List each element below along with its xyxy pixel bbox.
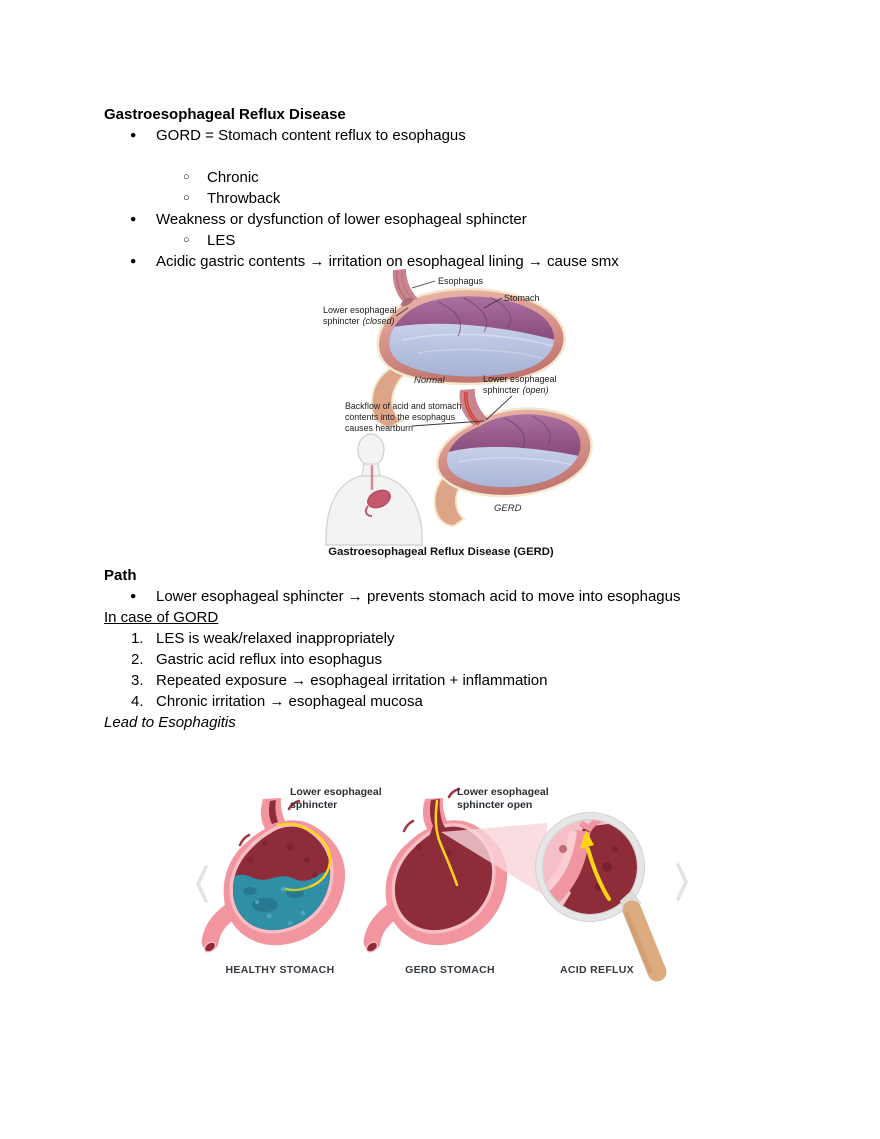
bullet-text: Weakness or dysfunction of lower esophag…: [156, 211, 527, 228]
numbered-text: Repeated exposure → esophageal irritatio…: [156, 672, 548, 689]
bullet-text: Chronic: [207, 169, 259, 186]
gerd-stomach-graphic: [433, 389, 593, 528]
healthy-vs-gerd-figure[interactable]: Lower esophageal sphincter Lower esophag…: [195, 775, 693, 985]
sphincter-tick: [238, 833, 251, 847]
bullet-text: LES: [207, 232, 236, 249]
magnifier-beam: [441, 823, 547, 897]
human-torso-graphic: [325, 433, 423, 546]
sub-bullet-les: ○ LES: [104, 230, 814, 251]
acid-reflux-line: [434, 799, 459, 887]
healthy-stomach-graphic: [201, 798, 346, 953]
healthy-stomach-caption: HEALTHY STOMACH: [226, 964, 335, 976]
les-open-label-line1: Lower esophageal: [483, 374, 557, 384]
number-marker: 3.: [131, 672, 144, 689]
esophagus-shape: [392, 269, 418, 303]
number-marker: 4.: [131, 693, 144, 710]
numbered-text: Gastric acid reflux into esophagus: [156, 651, 382, 668]
torso-stomach-highlight: [367, 489, 391, 509]
stomach-label: Stomach: [504, 293, 540, 303]
les-closed-label-line2: sphincter(closed): [323, 316, 395, 326]
blank-line: [104, 146, 814, 167]
bullet-marker: ●: [130, 129, 137, 141]
esophagus-label: Esophagus: [438, 276, 484, 286]
bullet-item-acidic: ● Acidic gastric contents → irritation o…: [104, 251, 814, 272]
circle-marker: ○: [183, 192, 190, 204]
sphincter-tick: [287, 799, 301, 811]
bullet-item-gord: ● GORD = Stomach content reflux to esoph…: [104, 125, 814, 146]
document-body: Gastroesophageal Reflux Disease ● GORD =…: [104, 104, 814, 733]
magnifier-handle: [622, 900, 667, 982]
chevron-left-icon: [196, 865, 208, 903]
les-closed-label-line1: Lower esophageal: [323, 305, 397, 315]
doc-heading: Gastroesophageal Reflux Disease: [104, 106, 346, 123]
panel2-label-line1: Lower esophageal: [457, 786, 549, 798]
bullet-text: Lower esophageal sphincter → prevents st…: [156, 588, 681, 605]
normal-caption: Normal: [414, 375, 446, 386]
lens-rim: [535, 812, 645, 922]
lead-to-esophagitis: Lead to Esophagitis: [104, 714, 236, 731]
panel1-label-line1: Lower esophageal: [290, 786, 382, 798]
gerd-anatomy-figure[interactable]: Esophagus Stomach Lower esophageal sphin…: [308, 268, 600, 561]
number-marker: 2.: [131, 651, 144, 668]
circle-marker: ○: [183, 171, 190, 183]
bullet-text: GORD = Stomach content reflux to esophag…: [156, 127, 466, 144]
path-heading: Path: [104, 567, 137, 584]
circle-marker: ○: [183, 234, 190, 246]
figure1-labels: Esophagus Stomach Lower esophageal sphin…: [323, 276, 557, 558]
acid-reflux-caption: ACID REFLUX: [560, 964, 634, 976]
panel2-label-line2: sphincter open: [457, 799, 532, 811]
bullet-text: Throwback: [207, 190, 281, 207]
sphincter-closed-shape: [400, 297, 414, 307]
bullet-marker: ●: [130, 255, 137, 267]
panel1-label-line2: sphincter: [290, 799, 337, 811]
numbered-item-4: 4. Chronic irritation → esophageal mucos…: [104, 691, 814, 712]
healthy-vs-gerd-illustration: Lower esophageal sphincter Lower esophag…: [196, 786, 688, 982]
gerd-caption: GERD: [494, 503, 522, 514]
chevron-right-icon: [676, 863, 688, 901]
numbered-item-3: 3. Repeated exposure → esophageal irrita…: [104, 670, 814, 691]
lens-cavity-region: [557, 820, 637, 914]
gerd-stomach-caption: GERD STOMACH: [405, 964, 495, 976]
bullet-marker: ●: [130, 213, 137, 225]
bullet-marker: ●: [130, 590, 137, 602]
numbered-text: Chronic irritation → esophageal mucosa: [156, 693, 423, 710]
duodenum-shape: [370, 364, 414, 430]
numbered-item-2: 2. Gastric acid reflux into esophagus: [104, 649, 814, 670]
numbered-item-1: 1. LES is weak/relaxed inappropriately: [104, 628, 814, 649]
acid-reflux-magnifier-graphic: [535, 812, 667, 982]
normal-stomach-graphic: [370, 269, 566, 430]
acid-arrow-head: [580, 830, 594, 849]
backflow-label-line3: causes heartburn: [345, 423, 413, 433]
gerd-stomach-cartoon-graphic: [363, 787, 508, 953]
sub-bullet-chronic: ○ Chronic: [104, 167, 814, 188]
figure2-labels: Lower esophageal sphincter Lower esophag…: [226, 786, 634, 976]
backflow-label-line2: contents into the esophagus: [345, 412, 456, 422]
number-marker: 1.: [131, 630, 144, 647]
backflow-label-line1: Backflow of acid and stomach: [345, 401, 461, 411]
acid-arrow-line: [586, 847, 611, 901]
les-open-label-line2: sphincter(open): [483, 385, 549, 395]
acid-path-line: [276, 822, 332, 889]
esophagus-cavity-closed: [268, 800, 278, 824]
bullet-item-weakness: ● Weakness or dysfunction of lower esoph…: [104, 209, 814, 230]
numbered-text: LES is weak/relaxed inappropriately: [156, 630, 395, 647]
bullet-item-path: ● Lower esophageal sphincter → prevents …: [104, 586, 814, 607]
sphincter-tick: [447, 787, 461, 799]
sphincter-tick: [402, 819, 415, 833]
stomach-cavity-shape: [394, 826, 493, 931]
figure1-title-caption: Gastroesophageal Reflux Disease (GERD): [328, 546, 554, 558]
in-case-heading: In case of GORD: [104, 609, 219, 626]
gerd-anatomy-illustration: Esophagus Stomach Lower esophageal sphin…: [323, 269, 593, 558]
bullet-text: Acidic gastric contents → irritation on …: [156, 253, 619, 270]
sub-bullet-throwback: ○ Throwback: [104, 188, 814, 209]
